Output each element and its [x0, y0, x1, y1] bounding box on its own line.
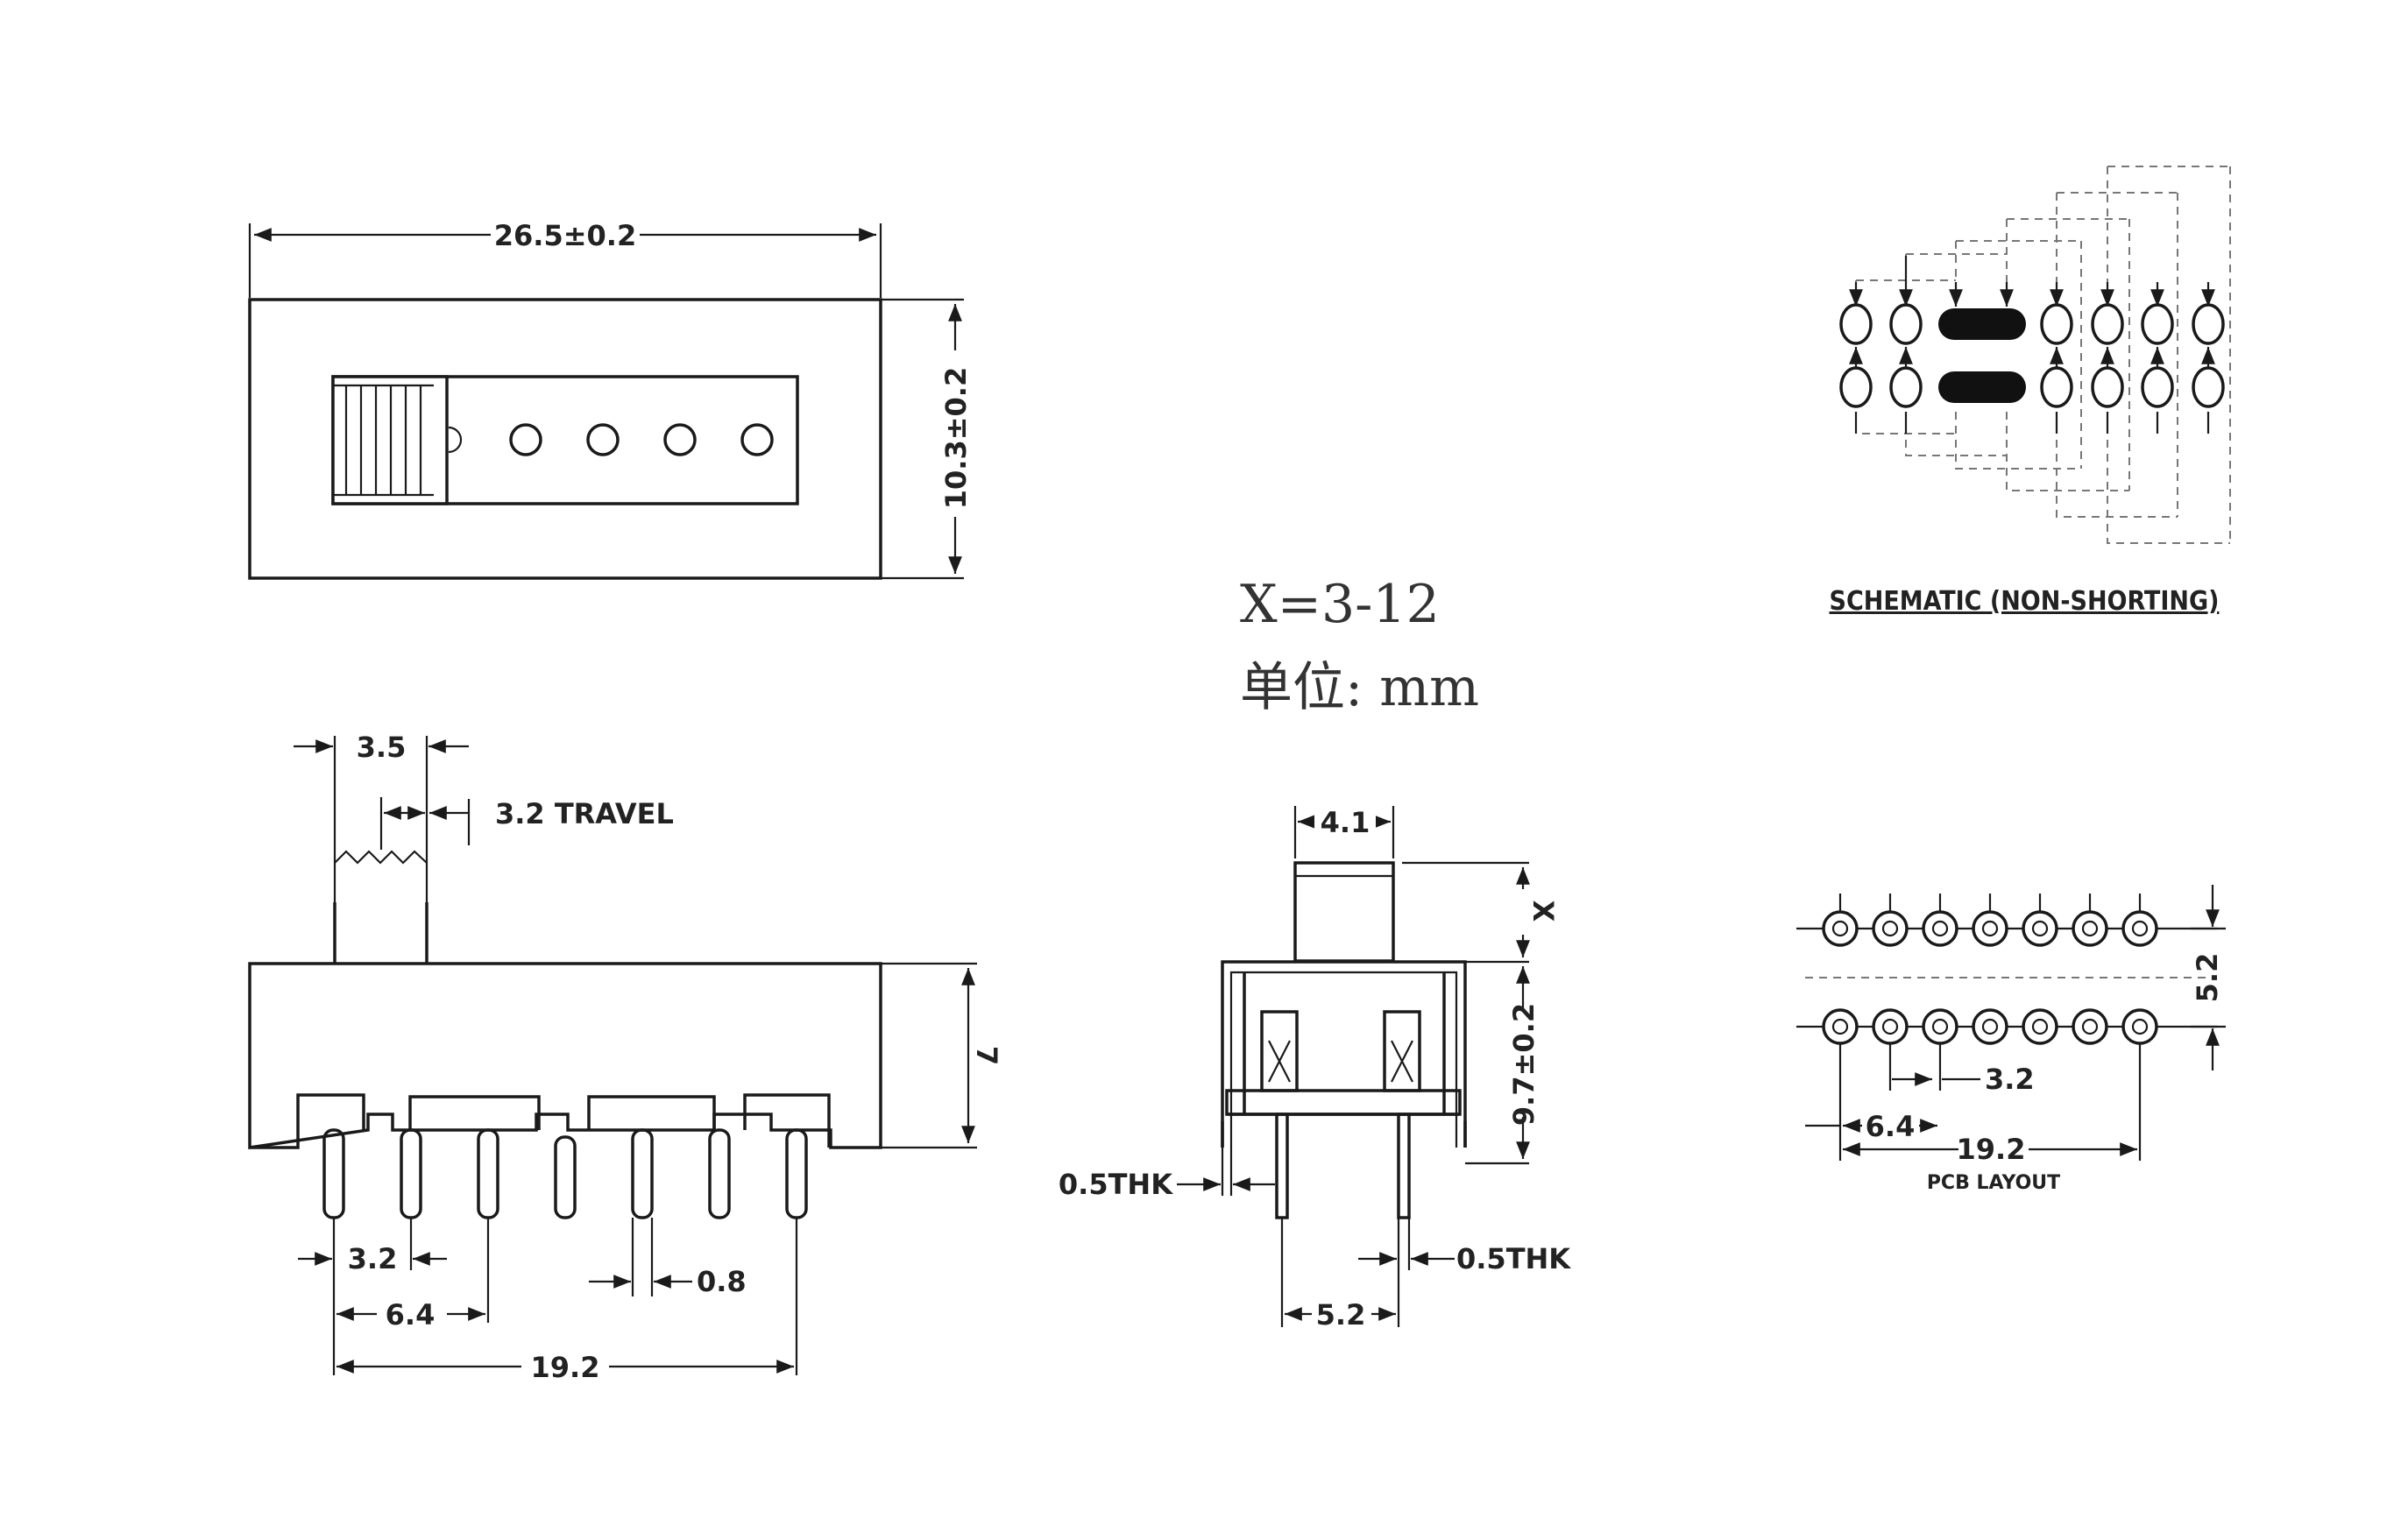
pin-pitch-6-dim: 6.4: [386, 1298, 436, 1332]
schematic: SCHEMATIC (NON-SHORTING): [1830, 166, 2231, 617]
detent-hole: [586, 423, 620, 456]
detent-hole: [663, 423, 697, 456]
end-pin-spacing-dim: 5.2: [1316, 1298, 1366, 1332]
travel-dim: 3.2 TRAVEL: [495, 797, 674, 830]
pcb-top-row: [1822, 910, 2158, 947]
end-thk-left-dim: 0.5THK: [1059, 1168, 1173, 1201]
schematic-top-row: [1839, 303, 2225, 345]
side-view: 3.5 3.2 TRAVEL 7: [248, 731, 1003, 1384]
actuator-width-dim: 3.5: [357, 731, 407, 764]
pin-width-dim: 0.8: [697, 1265, 747, 1298]
side-height-dim: 7: [970, 1046, 1003, 1065]
schematic-bottom-row: [1839, 366, 2225, 408]
end-thk-right-dim: 0.5THK: [1456, 1242, 1571, 1275]
pin-span-dim: 19.2: [531, 1351, 600, 1384]
end-actuator: [1293, 861, 1395, 963]
end-view: 4.1 X 9.7±0.2 0.5THK: [1059, 806, 1571, 1332]
pcb-row-spacing-dim: 5.2: [2191, 953, 2224, 1003]
pcb-layout: 5.2 3.2 6.4 19.2 PCB LAYOUT: [1796, 885, 2226, 1194]
end-body: [1221, 960, 1467, 1148]
end-pin-left: [1275, 1113, 1289, 1219]
pin-pitch-dim: 3.2: [348, 1242, 398, 1275]
pcb-pitch-6-dim: 6.4: [1866, 1110, 1916, 1143]
pins: [322, 1128, 808, 1219]
detent-hole: [740, 423, 774, 456]
end-actuator-height-dim: X: [1526, 901, 1560, 922]
end-body-height-dim: 9.7±0.2: [1507, 1003, 1540, 1126]
pcb-caption: PCB LAYOUT: [1927, 1172, 2060, 1194]
end-pin-right: [1397, 1113, 1411, 1219]
pcb-span-dim: 19.2: [1957, 1133, 2026, 1166]
detent-hole: [509, 423, 542, 456]
pcb-bottom-row: [1822, 1008, 2158, 1045]
unit-note: 单位: mm: [1240, 657, 1479, 718]
top-height-dim: 10.3±0.2: [939, 367, 973, 509]
pcb-pitch-dim: 3.2: [1985, 1063, 2035, 1096]
switch-body-top: [248, 298, 882, 580]
switch-body-side: [248, 962, 882, 1150]
end-actuator-width-dim: 4.1: [1321, 806, 1370, 839]
shorting-bar: [1938, 371, 2026, 403]
shorting-bar: [1938, 308, 2026, 340]
top-width-dim: 26.5±0.2: [494, 219, 636, 252]
schematic-caption: SCHEMATIC (NON-SHORTING): [1830, 586, 2220, 617]
notes: X=3-12 单位: mm: [1240, 574, 1479, 718]
end-contacts: [1225, 1010, 1462, 1116]
actuator-top: [331, 375, 463, 505]
top-view: 26.5±0.2 10.3±0.2: [248, 219, 973, 580]
x-range-note: X=3-12: [1240, 574, 1440, 635]
actuator-side: [333, 850, 428, 964]
